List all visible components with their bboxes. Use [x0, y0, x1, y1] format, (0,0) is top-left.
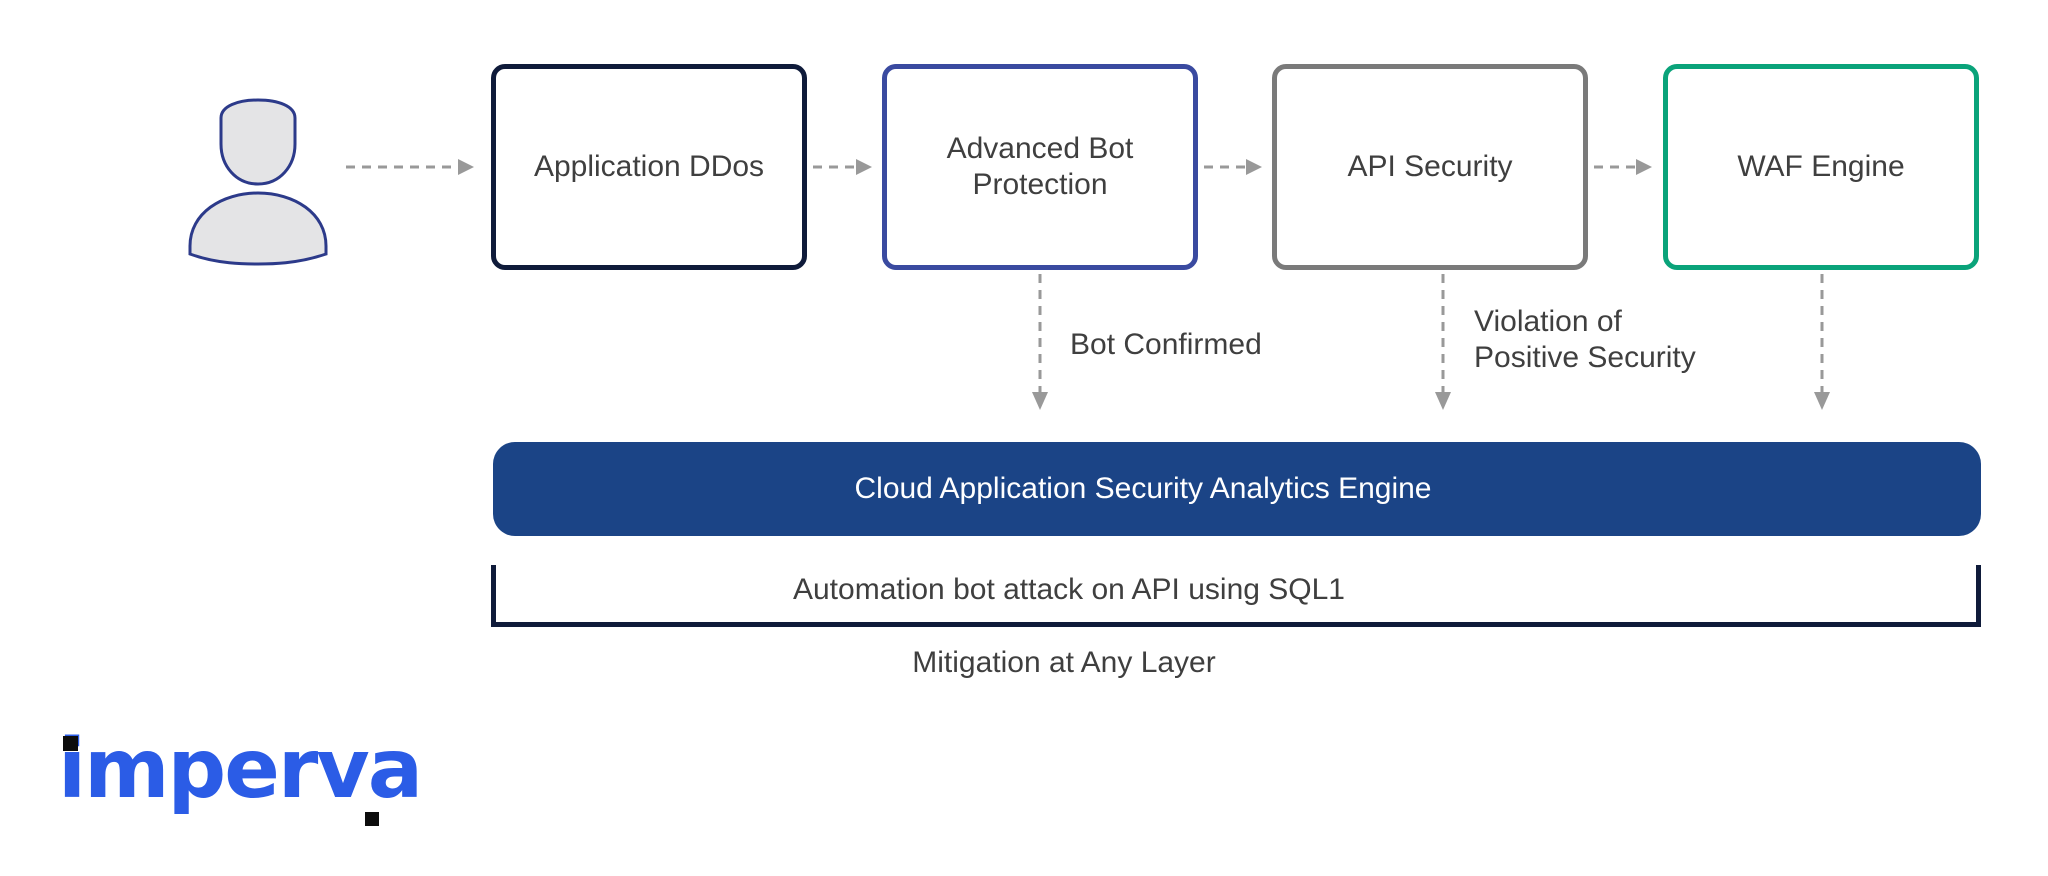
arrowhead-bot-to-api — [1246, 159, 1262, 175]
violation-label: Violation of Positive Security — [1474, 304, 1734, 376]
arrowhead-user-to-ddos — [458, 159, 474, 175]
waf-engine-label: WAF Engine — [1737, 150, 1905, 183]
attack-bracket: Automation bot attack on API using SQL1 — [491, 565, 1981, 627]
application-ddos-box: Application DDos — [491, 64, 807, 270]
arrowhead-ddos-to-bot — [856, 159, 872, 175]
mitigation-label: Mitigation at Any Layer — [912, 646, 1216, 679]
application-ddos-label: Application DDos — [533, 150, 765, 183]
api-security-box: API Security — [1272, 64, 1588, 270]
arrowhead-bot-down — [1032, 392, 1048, 410]
imperva-logo: imperva — [58, 726, 423, 836]
arrowhead-api-to-waf — [1636, 159, 1652, 175]
bot-confirmed-label: Bot Confirmed — [1070, 328, 1262, 361]
violation-label-line1: Violation of — [1474, 305, 1622, 338]
advanced-bot-protection-label-line2: Protection — [972, 168, 1108, 201]
logo-dot-bottom — [365, 812, 379, 826]
logo-wordmark: imperva — [58, 722, 423, 817]
waf-engine-box: WAF Engine — [1663, 64, 1979, 270]
advanced-bot-protection-box: Advanced Bot Protection — [882, 64, 1198, 270]
api-security-label: API Security — [1347, 150, 1513, 183]
arrowhead-waf-down — [1814, 392, 1830, 410]
analytics-engine-label: Cloud Application Security Analytics Eng… — [854, 472, 1432, 505]
analytics-engine-bar: Cloud Application Security Analytics Eng… — [493, 442, 1981, 536]
attack-bracket-label: Automation bot attack on API using SQL1 — [792, 573, 1345, 606]
arrowhead-api-down — [1435, 392, 1451, 410]
user-icon — [188, 98, 328, 266]
logo-dot-top — [63, 736, 78, 751]
violation-label-line2: Positive Security — [1474, 341, 1696, 374]
advanced-bot-protection-label-line1: Advanced Bot — [946, 132, 1134, 165]
